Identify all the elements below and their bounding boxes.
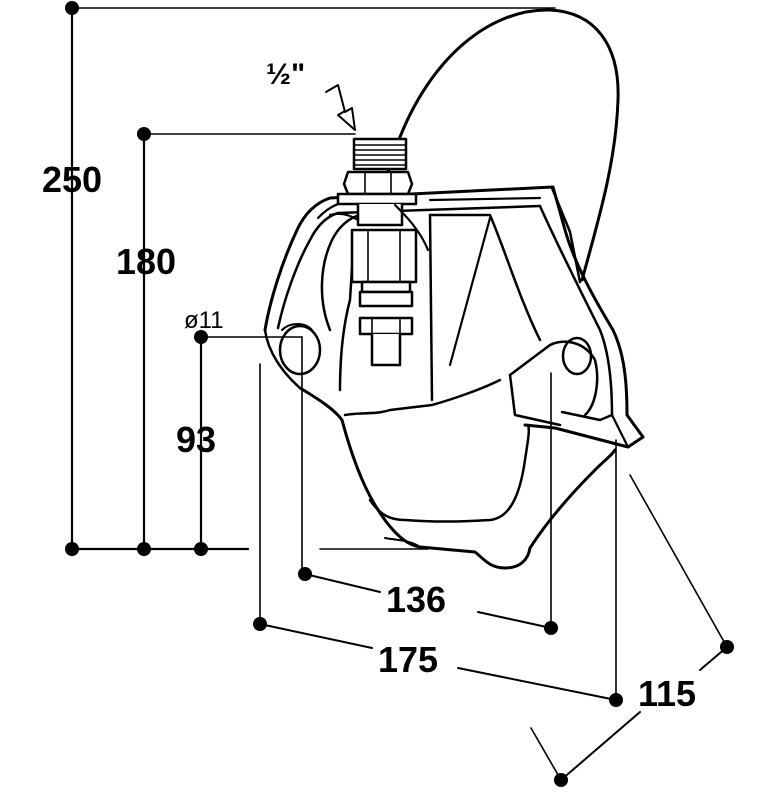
dimension-136-line bbox=[298, 336, 558, 635]
inlet-arrow bbox=[325, 84, 356, 131]
dimension-175-line bbox=[253, 363, 623, 707]
dimension-180-line bbox=[137, 127, 356, 556]
label-overall-height: 250 bbox=[42, 159, 102, 200]
mounting-hole-left bbox=[278, 324, 322, 376]
outer-frame bbox=[263, 185, 645, 449]
mounting-hole-right bbox=[561, 336, 593, 376]
label-hole-height: 93 bbox=[176, 419, 216, 460]
label-depth: 115 bbox=[638, 673, 696, 714]
label-inlet-height: 180 bbox=[116, 241, 176, 282]
drinking-bowl bbox=[263, 8, 645, 570]
dimension-115-line bbox=[530, 474, 734, 787]
label-thread-size: ½" bbox=[266, 58, 305, 91]
valve-assembly bbox=[328, 137, 430, 367]
bowl-body bbox=[298, 386, 617, 570]
label-inner-width: 136 bbox=[386, 579, 446, 620]
label-outer-width: 175 bbox=[378, 639, 438, 680]
back-plate bbox=[386, 8, 620, 282]
label-hole-diameter: ø11 bbox=[184, 307, 224, 334]
dimension-250-line bbox=[65, 1, 556, 556]
